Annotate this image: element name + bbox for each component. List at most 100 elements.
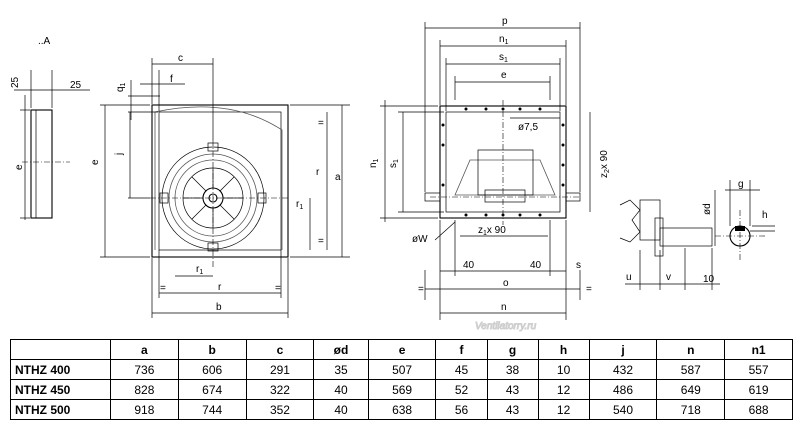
table-cell: 322 — [245, 379, 315, 400]
dim-n1-top: n1 — [499, 34, 509, 46]
table-row: NTHZ 450 828 674 322 40 569 52 43 12 486… — [10, 379, 793, 400]
model-cell: NTHZ 400 — [10, 359, 111, 380]
eq-right-bottom: = — [318, 236, 324, 247]
table-cell: 674 — [177, 379, 247, 400]
dim-j: j — [114, 153, 125, 156]
view-label: ..A — [38, 36, 51, 47]
dim-e-side: e — [501, 70, 507, 81]
side-view: p n1 s1 e n1 s1 ø7,5 z2x 90 z1x 90 øW — [368, 16, 611, 320]
model-cell: NTHZ 500 — [10, 399, 111, 420]
dim-s1-top: s1 — [499, 52, 508, 64]
bolt-holes — [441, 107, 565, 217]
table-cell: 507 — [367, 359, 437, 380]
dim-25-vertical: 25 — [10, 76, 21, 88]
table-cell: 45 — [435, 359, 488, 380]
dim-a: a — [335, 172, 341, 183]
table-cell: 918 — [110, 399, 179, 420]
table-header-cell — [10, 339, 111, 360]
table-cell: 432 — [588, 359, 658, 380]
dim-w: øW — [412, 234, 428, 245]
dimension-table: a b c ød e f g h j n n1 NTHZ 400 736 606… — [10, 339, 793, 420]
dim-10: 10 — [703, 274, 715, 285]
dim-c: c — [178, 53, 183, 64]
dim-s1-side: s1 — [388, 159, 400, 168]
table-cell: 718 — [656, 399, 726, 420]
dim-r1-right: r1 — [296, 199, 303, 211]
housing-outline — [154, 106, 283, 250]
dim-s: s — [576, 260, 581, 271]
table-header-cell: e — [367, 339, 437, 360]
dim-n1-side: n1 — [368, 158, 380, 168]
table-cell: 587 — [656, 359, 726, 380]
table-cell: 688 — [724, 399, 793, 420]
dim-h: h — [762, 210, 768, 221]
table-cell: 619 — [724, 379, 793, 400]
eq-side-left: = — [418, 284, 424, 295]
technical-drawing: ..A 25 25 e — [10, 16, 775, 333]
dim-d: ød — [702, 203, 713, 215]
dim-n: n — [501, 302, 507, 313]
table-cell: 486 — [588, 379, 658, 400]
break-line — [619, 199, 641, 243]
table-cell: 52 — [435, 379, 488, 400]
table-header-cell: n — [656, 339, 726, 360]
dim-r1-bottom: r1 — [196, 264, 203, 276]
table-cell: 43 — [486, 399, 539, 420]
dim-z1: z1x 90 — [478, 225, 506, 237]
eq-right-top: = — [318, 118, 324, 129]
eq-bottom-right: = — [275, 283, 281, 294]
dim-f: f — [170, 74, 173, 85]
table-cell: 12 — [537, 399, 590, 420]
table-cell: 540 — [588, 399, 658, 420]
dim-q1: q1 — [115, 82, 127, 92]
table-header-cell: c — [245, 339, 315, 360]
table-cell: 569 — [367, 379, 437, 400]
dim-z2: z2x 90 — [599, 150, 611, 178]
dim-25-horizontal: 25 — [70, 80, 82, 91]
table-cell: 744 — [177, 399, 247, 420]
table-header-cell: f — [435, 339, 488, 360]
left-frame — [30, 109, 53, 219]
table-header-cell: b — [177, 339, 247, 360]
table-cell: 40 — [313, 379, 369, 400]
table-cell: 12 — [537, 379, 590, 400]
table-cell: 40 — [313, 399, 369, 420]
table-cell: 606 — [177, 359, 247, 380]
table-cell: 352 — [245, 399, 315, 420]
table-cell: 56 — [435, 399, 488, 420]
table-header-cell: j — [588, 339, 658, 360]
dim-u: u — [626, 272, 632, 283]
model-cell: NTHZ 450 — [10, 379, 111, 400]
table-cell: 638 — [367, 399, 437, 420]
shaft — [659, 227, 713, 247]
dim-o: o — [503, 278, 509, 289]
table-cell: 35 — [313, 359, 369, 380]
eq-bottom-left: = — [160, 283, 166, 294]
dim-g: g — [738, 179, 744, 190]
table-cell: 43 — [486, 379, 539, 400]
left-side-view: 25 25 e — [10, 70, 90, 220]
dim-r-right: r — [316, 167, 320, 178]
front-view: c f q1 e j a r = = r1 r1 r = — [90, 53, 350, 318]
dim-40-right: 40 — [530, 260, 542, 271]
table-cell: 736 — [110, 359, 179, 380]
dim-b: b — [216, 302, 222, 313]
dim-40-left: 40 — [463, 260, 475, 271]
table-cell: 649 — [656, 379, 726, 400]
eq-side-right: = — [586, 284, 592, 295]
table-row: NTHZ 500 918 744 352 40 638 56 43 12 540… — [10, 399, 793, 420]
shaft-detail: g ød h u v 10 — [619, 179, 775, 290]
watermark: Ventilatorry.ru — [475, 321, 537, 332]
dim-p: p — [502, 16, 508, 27]
table-header-cell: a — [110, 339, 179, 360]
table-header-cell: g — [486, 339, 539, 360]
table-row: NTHZ 400 736 606 291 35 507 45 38 10 432… — [10, 359, 793, 380]
table-cell: 828 — [110, 379, 179, 400]
dim-r-bottom: r — [218, 282, 222, 293]
table-cell: 38 — [486, 359, 539, 380]
table-header-cell: ød — [313, 339, 369, 360]
dim-e-front: e — [90, 159, 101, 165]
table-cell: 10 — [537, 359, 590, 380]
dim-e-left: e — [14, 164, 25, 170]
table-cell: 557 — [724, 359, 793, 380]
